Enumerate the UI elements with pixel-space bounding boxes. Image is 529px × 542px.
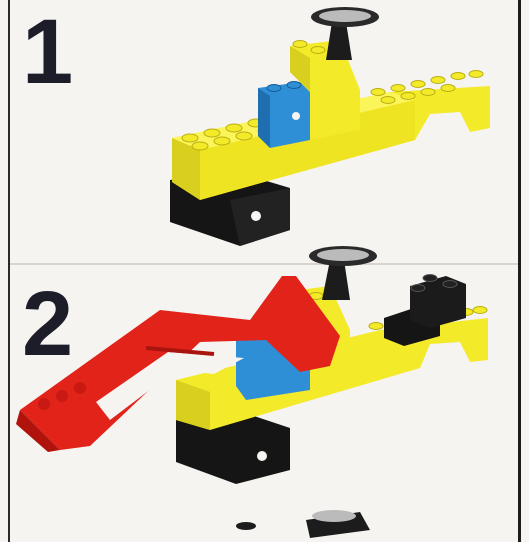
steering-wheel-icon <box>309 246 377 300</box>
step-1-model <box>170 7 490 246</box>
black-base-brick-2 <box>176 410 290 484</box>
step-2-number: 2 <box>22 273 74 375</box>
red-crane-arm <box>16 276 340 452</box>
step-3-preview <box>236 510 370 538</box>
page-border-left <box>8 0 10 542</box>
page-border-right <box>518 0 521 542</box>
black-stacked-bricks <box>384 274 466 346</box>
step-1-number: 1 <box>22 1 74 103</box>
black-base-brick <box>170 170 290 246</box>
steering-wheel-icon <box>311 7 379 60</box>
blue-brick <box>258 81 310 148</box>
studs-rear <box>370 70 484 104</box>
page-fold-line <box>10 263 518 265</box>
step-2-model <box>16 246 488 484</box>
yellow-tall-brick <box>290 40 360 140</box>
